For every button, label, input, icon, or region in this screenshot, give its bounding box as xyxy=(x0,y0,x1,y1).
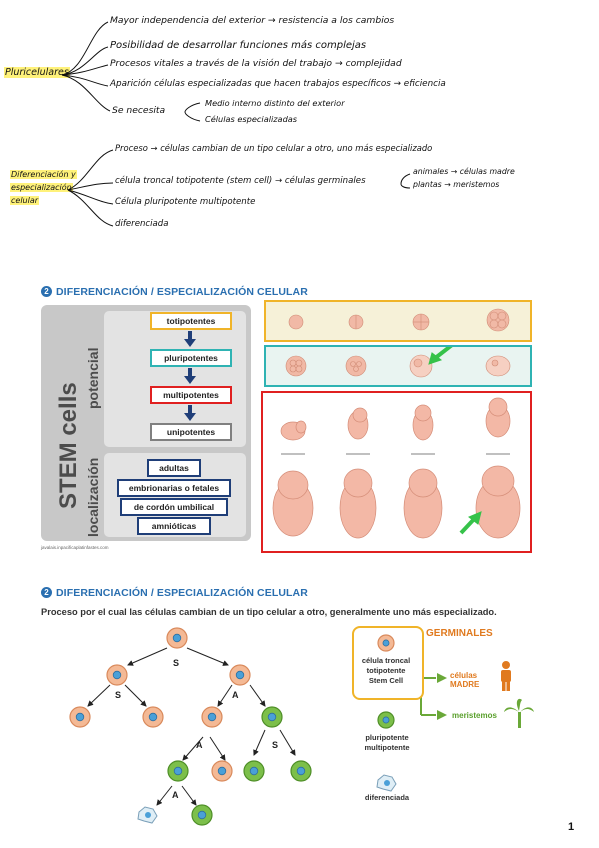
pluri-item-2: Posibilidad de desarrollar funciones más… xyxy=(110,40,367,51)
meristemos-label: meristemos xyxy=(452,711,497,720)
germinales-branches xyxy=(420,643,447,720)
celula-troncal-line3: Stem Cell xyxy=(368,676,404,685)
tree-label-a2: A xyxy=(196,740,203,750)
fetal-development-images xyxy=(272,397,521,539)
section2-number: 2 xyxy=(41,587,52,598)
legend-celula-troncal: célula troncal totipotente Stem Cell xyxy=(356,656,416,686)
multipotent-stage-frame xyxy=(261,391,532,553)
tree-cell-6 xyxy=(261,706,283,728)
potencial-label: potencial xyxy=(85,347,101,409)
pluripotent-stage-frame xyxy=(264,343,532,387)
tree-cell-11 xyxy=(137,806,158,824)
arrow-1-head xyxy=(184,339,196,347)
tree-cell-9 xyxy=(243,760,265,782)
tree-cell-2 xyxy=(229,664,251,686)
necesita-item-1: Medio interno distinto del exterior xyxy=(205,98,345,108)
celulas-madre-label: células MADRE xyxy=(450,671,479,689)
tree-label-a1: A xyxy=(232,690,239,700)
pluri-item-1: Mayor independencia del exterior → resis… xyxy=(110,15,395,26)
tree-cell-12 xyxy=(191,804,213,826)
arrow-2 xyxy=(188,368,192,377)
arrow-2-head xyxy=(184,376,196,384)
pluripotentes-box: pluripotentes xyxy=(150,349,232,367)
tree-label-s1: S xyxy=(173,658,179,668)
celulas-madre-line2: MADRE xyxy=(450,680,480,689)
unipotentes-box: unipotentes xyxy=(150,423,232,441)
tree-cell-0 xyxy=(166,627,188,649)
cordon-box: de cordón umbilical xyxy=(120,498,228,516)
tree-cells xyxy=(69,627,312,826)
multipotentes-box: multipotentes xyxy=(150,386,232,404)
pluri-item-3: Procesos vitales a través de la visión d… xyxy=(110,58,402,69)
totipotent-stage-frame xyxy=(264,300,532,342)
celula-troncal-line1: célula troncal xyxy=(361,656,411,665)
dif-label-3: celular xyxy=(10,196,40,205)
germ-branch-1: animales → células madre xyxy=(413,167,515,176)
pluripotente-line2: multipotente xyxy=(364,743,410,752)
localizacion-label: localización xyxy=(85,457,101,537)
tree-label-s2: S xyxy=(115,690,121,700)
dif-label-1: Diferenciación y xyxy=(10,170,77,179)
arrow-3-head xyxy=(184,413,196,421)
pluricelulares-label: Pluricelulares xyxy=(4,67,70,78)
section2-description: Proceso por el cual las células cambian … xyxy=(41,607,497,617)
dif-item-1: Proceso → células cambian de un tipo cel… xyxy=(115,143,433,153)
adultas-box: adultas xyxy=(147,459,201,477)
pluri-item-5: Se necesita xyxy=(112,105,166,116)
section1-title: 2 DIFERENCIACIÓN / ESPECIALIZACIÓN CELULA… xyxy=(41,286,308,298)
blastocyst-images xyxy=(285,343,511,378)
section2-title-text: DIFERENCIACIÓN / ESPECIALIZACIÓN CELULAR xyxy=(56,587,308,599)
dif-item-2: célula troncal totipotente (stem cell) →… xyxy=(115,176,366,186)
amnioticas-box: amnióticas xyxy=(137,517,211,535)
section1-title-text: DIFERENCIACIÓN / ESPECIALIZACIÓN CELULAR xyxy=(56,286,308,298)
tree-label-a3: A xyxy=(172,790,179,800)
tree-cell-10 xyxy=(290,760,312,782)
embrionarias-box: embrionarias o fetales xyxy=(117,479,231,497)
person-icon xyxy=(501,661,511,691)
palm-tree-icon xyxy=(504,698,534,728)
tree-cell-5 xyxy=(201,706,223,728)
dif-item-4: diferenciada xyxy=(115,219,169,229)
celula-troncal-line2: totipotente xyxy=(366,666,406,675)
tree-cell-1 xyxy=(106,664,128,686)
legend-diferenciada: diferenciada xyxy=(364,793,410,802)
dif-item-3: Célula pluripotente multipotente xyxy=(115,197,256,207)
tree-cell-7 xyxy=(167,760,189,782)
stem-cells-label: STEM cells xyxy=(55,382,82,509)
section1-number: 2 xyxy=(41,286,52,297)
pluripotente-line1: pluripotente xyxy=(365,733,409,742)
germinales-label: GERMINALES xyxy=(426,628,493,639)
tree-cell-4 xyxy=(142,706,164,728)
celulas-madre-line1: células xyxy=(450,671,478,680)
pluri-item-4: Aparición células especializadas que hac… xyxy=(110,79,446,89)
legend-pluripotent-cell xyxy=(377,711,395,729)
image-source: javalais.inpacificaplatinfastes.com xyxy=(41,545,109,550)
germ-branch-2: plantas → meristemos xyxy=(413,180,500,189)
tree-cell-3 xyxy=(69,706,91,728)
necesita-item-2: Células especializadas xyxy=(205,114,298,124)
totipotentes-box: totipotentes xyxy=(150,312,232,330)
tree-cell-8 xyxy=(211,760,233,782)
arrow-3 xyxy=(188,405,192,414)
section2-title: 2 DIFERENCIACIÓN / ESPECIALIZACIÓN CELULA… xyxy=(41,587,308,599)
legend-pluripotente: pluripotente multipotente xyxy=(352,733,422,753)
tree-label-s3: S xyxy=(272,740,278,750)
note-brackets xyxy=(61,21,411,227)
early-embryo-images xyxy=(288,308,510,332)
dif-label-2: especialización xyxy=(10,183,73,192)
arrow-1 xyxy=(188,331,192,340)
page-number: 1 xyxy=(568,821,575,833)
legend-differentiated-cell xyxy=(376,774,397,792)
